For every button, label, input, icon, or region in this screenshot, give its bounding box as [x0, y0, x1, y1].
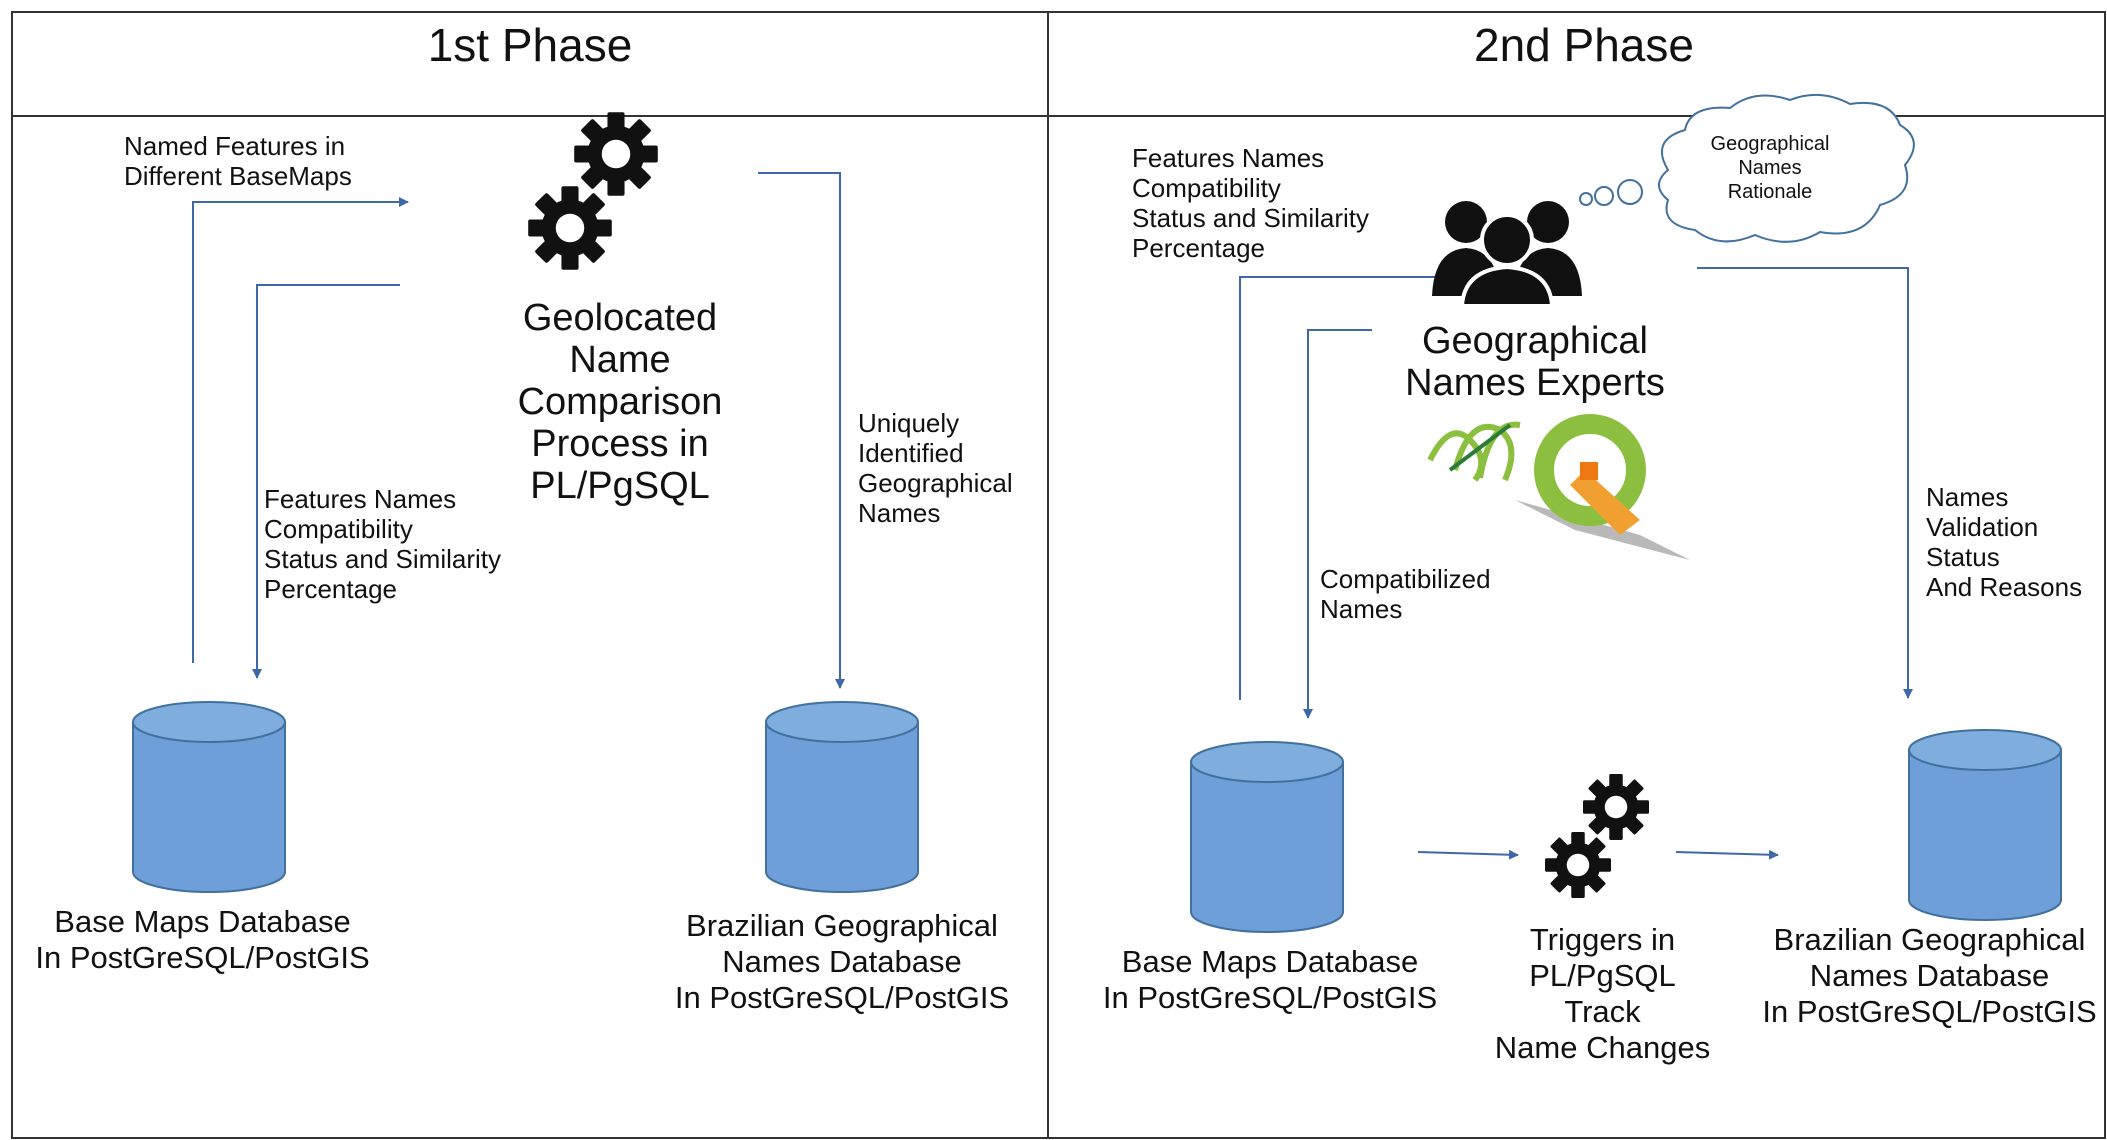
arrow-uniquely	[758, 172, 845, 689]
database-icon-p2-brazil	[1908, 729, 2062, 921]
gears-icon-triggers	[1545, 774, 1649, 898]
arrow-to-triggers	[1417, 849, 1519, 860]
named-features-label: Named Features in Different BaseMaps	[124, 131, 352, 191]
phase2-title: 2nd Phase	[1474, 19, 1694, 71]
db-base-label: Base Maps Database In PostGreSQL/PostGIS	[35, 904, 370, 975]
cloud-icon	[1579, 93, 1915, 243]
database-icon-p1-base	[132, 701, 286, 893]
arrow-compatibilized	[1303, 329, 1372, 719]
uniquely-label: Uniquely Identified Geographical Names	[858, 408, 1013, 528]
compat-status-label: Features Names Compatibility Status and …	[264, 484, 501, 604]
qgis-logo-icon	[1427, 414, 1690, 560]
p2-compat-status-label: Features Names Compatibility Status and …	[1132, 143, 1369, 263]
phase1-arrows	[192, 172, 845, 689]
validation-label: Names Validation Status And Reasons	[1926, 482, 2083, 602]
arrow-validation	[1697, 267, 1913, 699]
triggers-label: Triggers in PL/PgSQL Track Name Changes	[1494, 922, 1711, 1065]
experts-label: Geographical Names Experts	[1405, 320, 1665, 404]
phase2-arrows	[1239, 267, 1913, 860]
arrow-compat-status	[252, 284, 400, 679]
arrow-named-features	[192, 197, 409, 663]
compatibilized-label: Compatibilized Names	[1320, 564, 1491, 624]
p2-db-brazil-label: Brazilian Geographical Names Database In…	[1762, 922, 2097, 1029]
database-icon-p1-brazil	[765, 701, 919, 893]
p2-db-base-label: Base Maps Database In PostGreSQL/PostGIS	[1102, 944, 1438, 1015]
database-icon-p2-base	[1190, 741, 1344, 933]
phase1-title: 1st Phase	[427, 19, 633, 71]
gears-icon	[528, 112, 658, 270]
process-title: Geolocated Name Comparison Process in PL…	[517, 297, 723, 507]
db-brazil-label: Brazilian Geographical Names Database In…	[674, 908, 1010, 1015]
people-icon	[1432, 201, 1582, 308]
cloud-label: Geographical Names Rationale	[1710, 133, 1830, 203]
arrow-p2-compat-status	[1239, 272, 1446, 700]
arrow-from-triggers	[1675, 849, 1779, 860]
